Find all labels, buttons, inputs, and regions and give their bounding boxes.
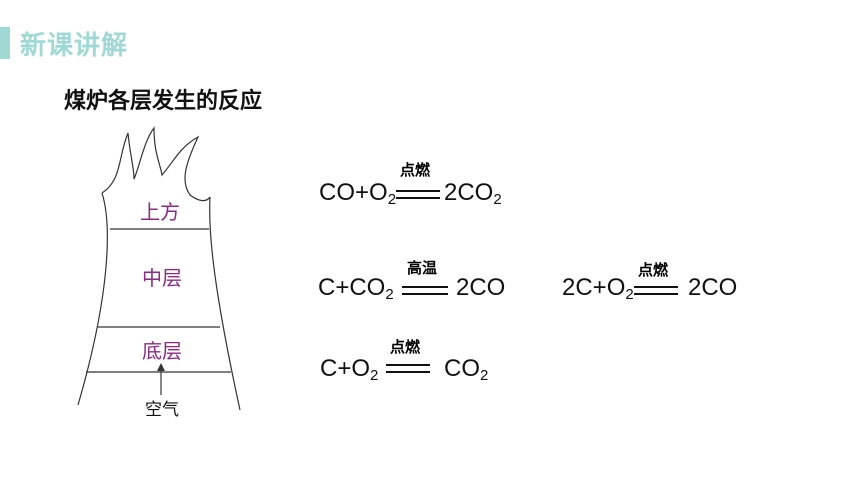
equation-2-equals-bottom <box>402 293 448 295</box>
equation-2-reactants: C+CO2 <box>318 274 394 303</box>
equation-1-condition: 点燃 <box>400 161 431 179</box>
air-label: 空气 <box>145 400 179 420</box>
equation-1-products: 2CO2 <box>444 179 502 208</box>
equation-2-products: 2CO <box>456 274 506 301</box>
equation-1-equals-top <box>396 190 440 192</box>
flame-outline <box>101 126 211 202</box>
equation-4-equals-top <box>386 364 430 366</box>
layer-label-bottom: 底层 <box>142 339 182 363</box>
furnace-diagram: 上方 中层 底层 空气 <box>77 126 241 420</box>
equation-4-products: CO2 <box>444 355 489 384</box>
header-title: 新课讲解 <box>20 31 129 61</box>
equation-3-products: 2CO <box>688 274 738 301</box>
equation-3-equals-bottom <box>634 293 678 295</box>
equation-2-equals-top <box>402 286 448 288</box>
equation-1-reactants: CO+O2 <box>319 179 397 208</box>
header-accent-bar <box>0 27 10 59</box>
layer-label-top: 上方 <box>140 200 180 224</box>
page-subtitle: 煤炉各层发生的反应 <box>64 89 263 114</box>
equation-3-equals-top <box>634 286 678 288</box>
furnace-right-wall <box>209 196 241 411</box>
equation-1-equals-bottom <box>396 197 440 199</box>
equation-3-reactants: 2C+O2 <box>562 274 634 303</box>
equation-4-condition: 点燃 <box>390 338 421 356</box>
equation-2-condition: 高温 <box>407 259 438 277</box>
furnace-left-wall <box>77 192 108 406</box>
equation-4-equals-bottom <box>386 371 430 373</box>
equation-3-condition: 点燃 <box>638 261 669 279</box>
layer-label-middle: 中层 <box>142 266 182 290</box>
equation-4-reactants: C+O2 <box>320 355 379 384</box>
air-arrow-head <box>157 363 165 371</box>
